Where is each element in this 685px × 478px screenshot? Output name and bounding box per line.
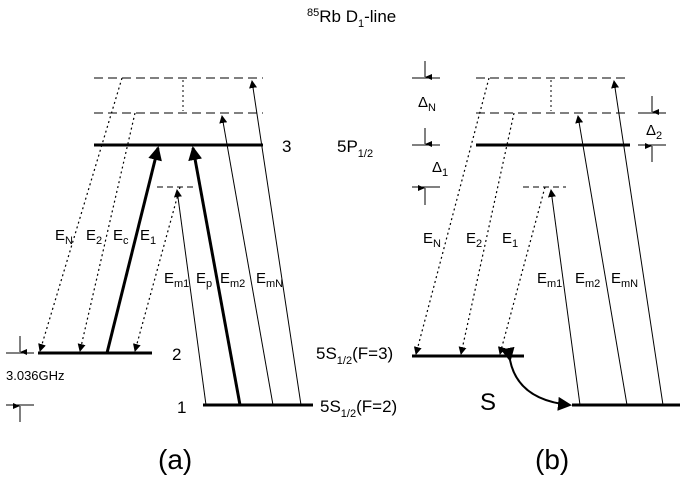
field-em2-line [575,115,628,406]
label-ec: Ec [113,227,129,247]
state-ground-f3-label: 5S1/2(F=3) [316,344,393,367]
label-emn: EmN [611,270,638,290]
panel-b: ΔN Δ1 Δ2 EN E2 E1 Em1 Em2 EmN S (b) [412,61,680,475]
panel-a-label: (a) [158,444,192,475]
label-em2: Em2 [575,270,600,290]
field-em1-line [547,189,581,406]
level-3-label: 3 [282,137,291,156]
field-em1-line [173,189,207,406]
field-en-line [38,77,123,352]
label-e1: E1 [502,230,518,250]
field-en-line [413,77,490,355]
delta-n-label: ΔN [418,94,436,114]
field-e1-line [132,186,181,352]
field-e2-line [77,112,136,352]
field-e1-line [497,186,546,355]
state-ground-f2-label: 5S1/2(F=2) [320,397,397,420]
label-emn: EmN [256,270,283,290]
diagram-title: 85Rb D1-line [307,7,396,30]
field-emn-line [249,80,302,406]
delta-1-label: Δ1 [432,159,448,179]
shift-arrow [500,346,572,411]
label-e2: E2 [86,227,102,247]
label-em1: Em1 [537,270,562,290]
field-em2-line [219,115,274,406]
label-en: EN [55,227,73,247]
splitting-label: 3.036GHz [6,368,65,383]
label-e2: E2 [466,230,482,250]
panel-a: 3 2 1 EN E2 Ec E1 Em1 Ep Em2 EmN 3.036GH… [6,77,313,475]
level-1-label: 1 [177,398,186,417]
delta-2-label: Δ2 [646,122,662,142]
shift-label: S [480,389,496,416]
field-e2-line [458,112,515,355]
probe-field-line [188,146,242,406]
label-em1: Em1 [164,270,189,290]
level-2-label: 2 [172,345,181,364]
field-emn-line [611,80,664,406]
label-ep: Ep [196,270,212,290]
label-en: EN [423,230,441,250]
state-excited-label: 5P1/2 [337,137,373,160]
label-em2: Em2 [220,270,245,290]
coupling-field-line [105,146,162,354]
label-e1: E1 [140,227,156,247]
panel-b-label: (b) [535,444,569,475]
